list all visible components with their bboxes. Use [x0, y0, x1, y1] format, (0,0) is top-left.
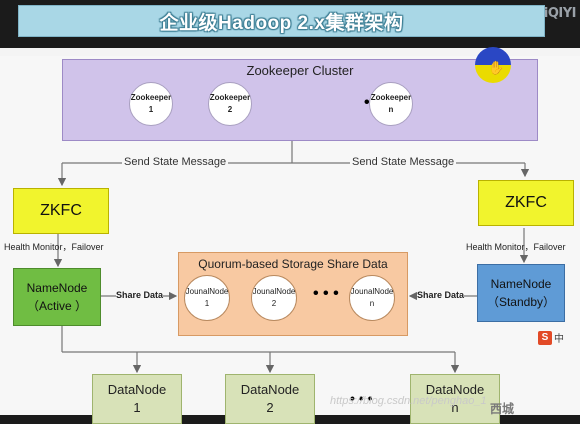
journalnode-name: JounalNode	[252, 287, 296, 296]
ime-mode-label: 中	[554, 334, 564, 345]
datanode-index: 1	[133, 400, 141, 415]
journalnode-ellipsis: • • •	[313, 285, 339, 302]
zookeeper-cluster: Zookeeper Cluster Zookeeper 1 Zookeeper …	[62, 59, 538, 141]
ime-logo-icon: S	[538, 330, 552, 345]
journalnode-2: JounalNode 2	[251, 275, 297, 321]
zookeeper-node-1: Zookeeper 1	[129, 82, 173, 126]
page-title: 企业级Hadoop 2.x集群架构	[159, 12, 404, 34]
datanode-name: DataNode	[240, 382, 300, 397]
send-state-message-left: Send State Message	[122, 156, 229, 168]
journalnode-index: n	[369, 299, 375, 308]
journalnode-1: JounalNode 1	[184, 275, 230, 321]
health-monitor-right: Health Monitor，Failover	[466, 242, 566, 252]
zookeeper-cluster-label: Zookeeper Cluster	[246, 63, 354, 78]
datanode-2: DataNode 2	[225, 374, 315, 424]
namenode-standby: NameNode （Standby）	[477, 264, 565, 322]
namenode-name: NameNode	[26, 281, 88, 295]
datanode-index: n	[451, 400, 459, 415]
zkfc-left: ZKFC	[13, 188, 109, 234]
datanode-1: DataNode 1	[92, 374, 182, 424]
pointer-cursor-icon: ✋	[475, 47, 511, 83]
journalnode-name: JounalNode	[185, 287, 229, 296]
health-monitor-left: Health Monitor，Failover	[4, 242, 104, 252]
journalnode-name: JounalNode	[350, 287, 394, 296]
datanode-name: DataNode	[107, 382, 167, 397]
share-data-right: Share Data	[417, 290, 465, 300]
share-data-left: Share Data	[116, 290, 164, 300]
title-banner: 企业级Hadoop 2.x集群架构	[18, 5, 545, 37]
zookeeper-node-name: Zookeeper	[370, 93, 412, 102]
quorum-storage: Quorum-based Storage Share Data JounalNo…	[178, 252, 408, 336]
watermark-url: https://blog.csdn.net/penghao_1	[330, 395, 487, 407]
zookeeper-node-n: Zookeeper n	[369, 82, 413, 126]
namenode-active: NameNode （Active ）	[13, 268, 101, 326]
datanode-ellipsis: • • •	[350, 390, 373, 406]
quorum-storage-label: Quorum-based Storage Share Data	[198, 257, 388, 271]
brand-logo: iQIYI	[543, 6, 577, 21]
datanode-index: 2	[266, 400, 274, 415]
zookeeper-node-index: n	[388, 105, 394, 114]
journalnode-index: 1	[204, 299, 210, 308]
datanode-name: DataNode	[425, 382, 485, 397]
zkfc-right: ZKFC	[478, 180, 574, 226]
zookeeper-node-name: Zookeeper	[209, 93, 251, 102]
zookeeper-node-name: Zookeeper	[130, 93, 172, 102]
namenode-state: （Active ）	[26, 299, 87, 313]
watermark-text: 西城	[490, 402, 515, 416]
namenode-name: NameNode	[490, 277, 552, 291]
namenode-state: （Standby）	[486, 295, 556, 309]
zookeeper-node-index: 2	[227, 105, 233, 114]
send-state-message-right: Send State Message	[350, 156, 457, 168]
ime-badge[interactable]: S 中	[538, 330, 564, 345]
zookeeper-node-index: 1	[148, 105, 154, 114]
journalnode-index: 2	[271, 299, 277, 308]
zookeeper-node-2: Zookeeper 2	[208, 82, 252, 126]
journalnode-n: JounalNode n	[349, 275, 395, 321]
